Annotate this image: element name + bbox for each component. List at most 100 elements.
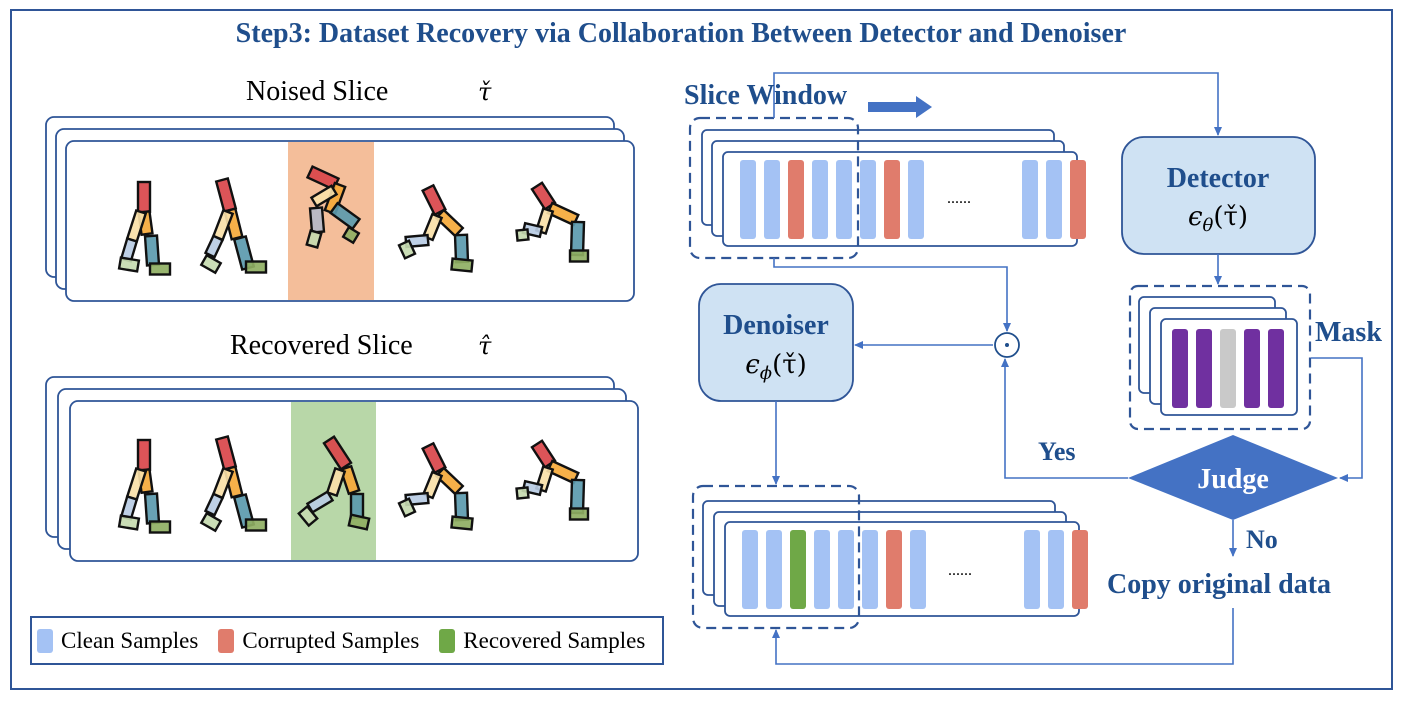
limb-footR bbox=[568, 249, 590, 263]
keep-sample-bar bbox=[1244, 329, 1260, 408]
clean-sample-bar bbox=[814, 530, 830, 609]
arrow-window-to-hadamard bbox=[773, 258, 1011, 332]
limb-footL bbox=[117, 256, 141, 273]
clean-sample-bar bbox=[740, 160, 756, 239]
limb-thighR bbox=[434, 208, 465, 238]
detector-title: Detector bbox=[1167, 163, 1270, 194]
pose-figure-3 bbox=[305, 164, 362, 249]
limb-gray bbox=[308, 206, 326, 234]
arrow-yes-to-hadamard bbox=[1001, 358, 1128, 479]
output-dataset-stack: ...... bbox=[691, 484, 1088, 630]
limb-footR bbox=[148, 262, 172, 276]
limb-footL bbox=[199, 253, 223, 275]
denoiser-box bbox=[698, 283, 854, 402]
legend-item-recovered: Recovered Samples bbox=[439, 628, 645, 654]
arrow-window-to-detector bbox=[773, 72, 1222, 136]
corrupted-sample-bar bbox=[1072, 530, 1088, 609]
ellipsis: ...... bbox=[947, 190, 971, 207]
corrupted-sample-bar bbox=[788, 160, 804, 239]
legend-item-corrupted: Corrupted Samples bbox=[218, 628, 419, 654]
clean-sample-bar bbox=[910, 530, 926, 609]
clean-sample-bar bbox=[862, 530, 878, 609]
judge-diamond bbox=[1128, 435, 1338, 520]
limb-footL bbox=[515, 228, 530, 242]
detector-box bbox=[1121, 136, 1316, 255]
clean-sample-bar bbox=[860, 160, 876, 239]
clean-sample-bar bbox=[838, 530, 854, 609]
ellipsis: ...... bbox=[948, 562, 972, 579]
slide-arrow-shaft bbox=[868, 102, 916, 112]
legend-item-clean: Clean Samples bbox=[37, 628, 198, 654]
noised-slice-stack bbox=[45, 116, 635, 302]
recovered-swatch bbox=[439, 628, 456, 653]
arrow-mask-to-judge bbox=[1311, 357, 1363, 482]
arrow-copy-to-output bbox=[772, 608, 1234, 665]
limb-torso bbox=[421, 441, 447, 475]
hadamard-dot bbox=[1005, 343, 1009, 347]
mask-label: Mask bbox=[1315, 317, 1382, 348]
corrupted-sample-bar bbox=[884, 160, 900, 239]
hadamard-product-icon bbox=[994, 332, 1020, 358]
denoiser-formula: ϵϕ(τ̌) bbox=[745, 350, 807, 384]
clean-sample-bar bbox=[1022, 160, 1038, 239]
corrupted-frame-highlight bbox=[288, 142, 374, 300]
clean-sample-bar bbox=[1048, 530, 1064, 609]
noised-slice-label: Noised Slice bbox=[246, 76, 389, 107]
keep-sample-bar bbox=[1172, 329, 1188, 408]
pose-figure-5 bbox=[515, 181, 590, 263]
clean-sample-bar bbox=[766, 530, 782, 609]
copy-original-data-label: Copy original data bbox=[1107, 569, 1331, 600]
limb-thighR bbox=[546, 201, 580, 227]
limb-footL bbox=[397, 239, 417, 260]
limb-thighL bbox=[309, 184, 339, 208]
noised-slice-symbol: τ̌ bbox=[478, 78, 492, 106]
limb-footR bbox=[341, 225, 361, 245]
yes-label: Yes bbox=[1038, 437, 1076, 466]
mask-stack bbox=[1128, 284, 1312, 431]
limb-footL bbox=[305, 229, 323, 249]
limb-torso bbox=[136, 438, 152, 472]
clean-sample-bar bbox=[812, 160, 828, 239]
limb-shinR bbox=[143, 234, 161, 267]
denoiser-title: Denoiser bbox=[723, 310, 829, 341]
pose-figure-2 bbox=[199, 176, 268, 275]
pose-figure-4 bbox=[397, 441, 474, 531]
clean-sample-bar bbox=[836, 160, 852, 239]
limb-thighR bbox=[546, 459, 580, 485]
recovered-slice-stack bbox=[45, 376, 639, 562]
pose-figure-5 bbox=[515, 439, 590, 521]
slice-window-label: Slice Window bbox=[684, 80, 848, 111]
slide-arrow-icon bbox=[916, 96, 932, 118]
limb-footL bbox=[397, 497, 417, 518]
legend-label: Clean Samples bbox=[61, 627, 199, 653]
pose-figure-1 bbox=[117, 180, 172, 276]
clean-sample-bar bbox=[764, 160, 780, 239]
limb-torso bbox=[421, 183, 447, 217]
slice-window-box bbox=[691, 484, 861, 630]
input-dataset-stack: ...... bbox=[688, 116, 1086, 260]
judge-label: Judge bbox=[1197, 464, 1269, 495]
pose-figure-3 bbox=[297, 435, 371, 531]
corrupted-swatch bbox=[218, 628, 235, 653]
pose-figure-2 bbox=[199, 434, 268, 533]
limb-footR bbox=[450, 257, 474, 273]
limb-footL bbox=[117, 514, 141, 531]
limb-footR bbox=[148, 520, 172, 534]
limb-shinR bbox=[328, 201, 362, 231]
legend-label: Recovered Samples bbox=[463, 627, 646, 653]
legend-label: Corrupted Samples bbox=[242, 627, 420, 653]
limb-footR bbox=[244, 518, 268, 532]
limb-shinR bbox=[143, 492, 161, 525]
recovered-sample-bar bbox=[790, 530, 806, 609]
recovered-slice-symbol: τ̂ bbox=[478, 332, 492, 360]
limb-footR bbox=[347, 513, 371, 531]
clean-sample-bar bbox=[1024, 530, 1040, 609]
limb-thighL bbox=[325, 466, 347, 498]
limb-torso bbox=[322, 435, 353, 471]
outer-frame bbox=[10, 9, 1393, 690]
limb-footR bbox=[450, 515, 474, 531]
limb-footR bbox=[244, 260, 268, 274]
connectors bbox=[772, 72, 1363, 665]
limb-footL bbox=[297, 504, 319, 528]
